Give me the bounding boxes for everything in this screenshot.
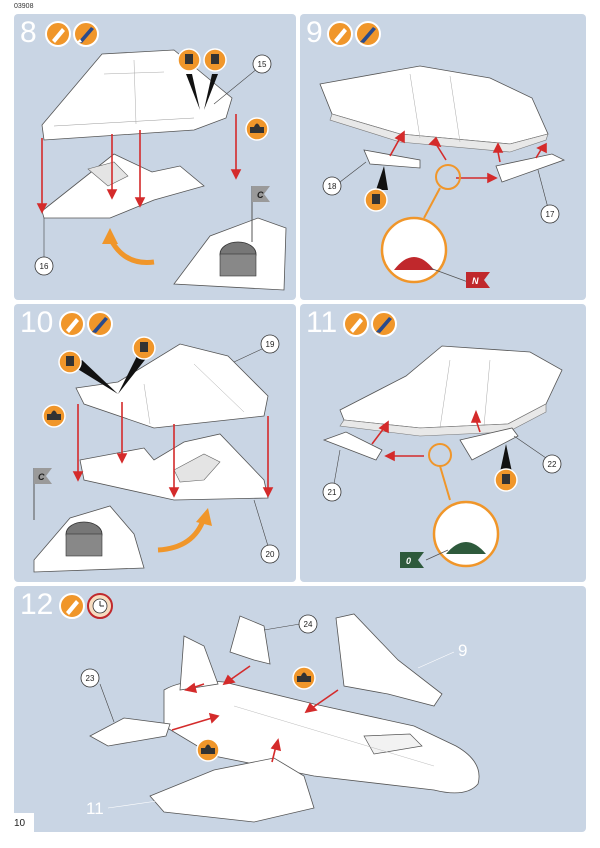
step-10-drawing: C 19 20 [33,311,280,573]
tape-icon [292,666,316,690]
clock-icon [87,593,113,619]
color-flag: C [251,186,270,242]
step-number: 11 [306,306,338,339]
step-11-panel: 11 0 [300,304,586,582]
paintbrush-icon [371,311,397,337]
callout-part [252,54,272,74]
callout-part [298,614,318,634]
callout-part [260,334,280,354]
callout-part [80,668,100,688]
glue-tube-icon [343,311,369,337]
paintbrush-icon [73,21,99,47]
color-flag: 0 [400,549,449,568]
svg-text:19: 19 [266,340,275,349]
color-flag: N [429,267,490,288]
glue-tube-icon [59,311,85,337]
svg-text:23: 23 [86,674,95,683]
step-12-panel: 12 [14,586,586,832]
svg-text:0: 0 [406,556,411,566]
paintbrush-icon [355,21,381,47]
callout-part [260,544,280,564]
step-12-drawing: 24 23 9 11 [59,593,480,823]
step-number: 8 [20,16,37,49]
color-flag: C [33,468,52,520]
paintbrush-icon [87,311,113,337]
step-number: 10 [20,306,54,339]
svg-text:17: 17 [546,210,555,219]
glue-tube-icon [327,21,353,47]
step-9-drawing: N 18 17 [319,21,566,288]
glue-tube-icon [59,593,85,619]
svg-text:21: 21 [328,488,337,497]
step-number: 12 [20,588,54,621]
svg-text:C: C [38,472,45,482]
side-label: 9 [458,641,467,660]
glue-tube-icon [364,166,388,212]
glue-tube-icon [58,336,156,394]
callout-part [322,176,342,196]
step-8-panel: 8 [14,14,296,300]
step-10-panel: 10 [14,304,296,582]
svg-text:22: 22 [548,460,557,469]
tape-icon [196,738,220,762]
svg-text:20: 20 [266,550,275,559]
document-code: 03908 [14,3,34,10]
page-number: 10 [14,813,34,835]
step-11-drawing: 0 21 22 [322,311,563,568]
callout-part [542,454,562,474]
tape-icon [245,117,269,141]
callout-part [34,256,54,276]
svg-text:C: C [257,190,264,200]
callout-part [322,482,342,502]
glue-tube-icon [45,21,71,47]
step-number: 9 [306,16,323,49]
side-label: 11 [86,799,104,818]
svg-text:24: 24 [304,620,313,629]
callout-part [540,204,560,224]
step-9-panel: 9 N [300,14,586,300]
step-8-drawing: C 15 16 [34,21,287,291]
tape-icon [42,404,66,428]
svg-text:N: N [472,276,479,286]
svg-text:15: 15 [258,60,267,69]
svg-text:18: 18 [328,182,337,191]
glue-tube-icon [494,444,518,492]
svg-text:16: 16 [40,262,49,271]
glue-tube-icon [177,48,227,110]
